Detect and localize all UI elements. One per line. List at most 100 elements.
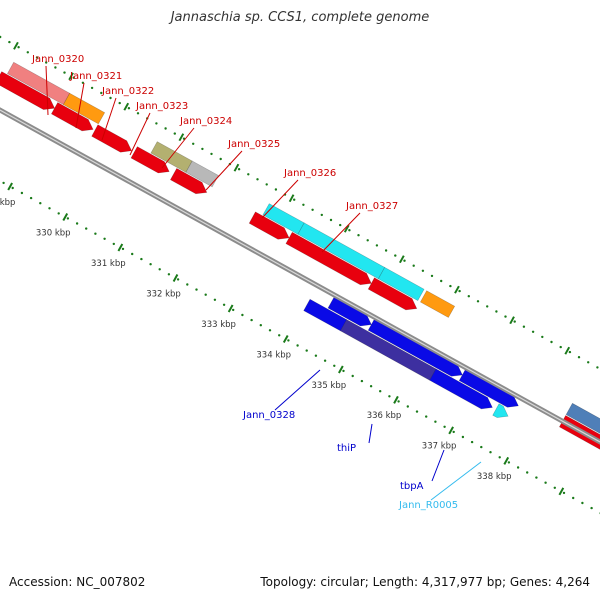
tick-dot: [559, 345, 562, 349]
tick-dot: [112, 242, 116, 246]
cds-arrow: [285, 231, 372, 286]
tick-dot: [29, 196, 33, 200]
tick-dot: [461, 435, 465, 439]
gene-label-jann-0327: Jann_0327: [345, 201, 398, 212]
tick-dot: [35, 56, 39, 59]
leader-line: [45, 65, 49, 116]
cds-arrow: [50, 102, 94, 132]
tick-dot: [158, 268, 161, 271]
tick-dot: [449, 284, 452, 288]
gene-label-layer: Jann_0320Jann_0321Jann_0322Jann_0323Jann…: [31, 54, 482, 511]
gene-label-jann-0320: Jann_0320: [31, 54, 84, 65]
tick-dot: [550, 340, 553, 344]
tick-dot: [562, 491, 566, 495]
feature-box-cyan-3: [377, 266, 425, 302]
tick-dot: [531, 330, 535, 333]
tick-dot: [210, 152, 213, 156]
major-tick: [13, 41, 19, 50]
feature-box-orange: [62, 92, 106, 125]
major-tick: [399, 255, 405, 264]
backbone-highlight: [0, 109, 600, 443]
kbp-label: 333 kbp: [201, 320, 236, 330]
tick-dot: [287, 339, 290, 342]
tick-dot: [54, 66, 57, 69]
tick-dot: [544, 481, 547, 484]
tick-dot: [339, 223, 342, 227]
leader-line: [321, 212, 361, 253]
tick-dot: [176, 278, 180, 281]
gene-label-jann-0321: Jann_0321: [69, 71, 122, 82]
tick-dot: [397, 400, 400, 403]
tick-dot: [192, 142, 195, 145]
major-tick: [172, 274, 179, 282]
tick-dot: [403, 259, 406, 262]
kbp-label: 338 kbp: [477, 472, 512, 482]
leader-line: [75, 82, 85, 129]
gene-label-thip: thiP: [337, 443, 356, 454]
tick-dot: [348, 229, 351, 232]
major-tick: [227, 304, 234, 313]
kbp-label: 332 kbp: [146, 289, 181, 299]
feature-box-grey: [185, 160, 219, 188]
major-tick: [282, 335, 289, 343]
tick-dot: [118, 101, 121, 105]
tick-dot: [48, 207, 51, 210]
tick-dot: [256, 178, 259, 181]
tick-dot: [452, 430, 455, 434]
tick-dot: [219, 157, 222, 161]
tick-dot: [259, 324, 262, 327]
major-tick: [233, 163, 240, 172]
tick-dot: [470, 440, 474, 444]
tick-dot: [323, 359, 327, 362]
kbp-label: 336 kbp: [367, 411, 402, 421]
tick-dot: [476, 300, 480, 303]
tick-dot: [94, 232, 97, 235]
tick-dot: [541, 335, 544, 339]
tick-dot: [195, 288, 198, 291]
gene-label-jann-0326: Jann_0326: [283, 168, 336, 179]
tick-dot: [237, 168, 241, 171]
tick-dot: [201, 147, 204, 151]
tick-dot: [247, 173, 250, 176]
tick-dot: [498, 456, 501, 459]
tick-dot: [513, 320, 516, 323]
gene-label-jann-0325: Jann_0325: [227, 139, 280, 150]
inner-tick-track: [2, 181, 600, 515]
tick-dot: [173, 132, 176, 135]
major-tick: [564, 346, 571, 355]
genome-summary-text: Topology: circular; Length: 4,317,977 bp…: [260, 575, 590, 589]
tick-dot: [572, 496, 575, 500]
tick-dot: [495, 310, 498, 313]
gene-label-jann-0324: Jann_0324: [179, 116, 232, 127]
tick-dot: [140, 257, 143, 261]
tick-dot: [535, 476, 538, 479]
cds-arrow: [367, 277, 418, 311]
gene-label-jann-0328: Jann_0328: [242, 410, 295, 421]
gene-label-tbpa: tbpA: [400, 481, 424, 492]
tick-dot: [526, 471, 529, 474]
tick-dot: [412, 264, 415, 267]
major-tick: [509, 316, 515, 325]
tick-dot: [66, 217, 70, 220]
tick-dot: [109, 96, 112, 100]
map-title: Jannaschia sp. CCS1, complete genome: [170, 10, 430, 25]
feature-box-orange-2: [419, 290, 456, 318]
tick-dot: [577, 356, 581, 359]
cds-arrow: [0, 71, 56, 110]
tick-dot: [155, 122, 158, 125]
tick-dot: [293, 198, 296, 201]
tick-dot: [480, 445, 483, 449]
feature-arrow-blue-4: [429, 368, 493, 410]
tick-dot: [131, 252, 134, 256]
major-tick: [62, 213, 69, 221]
leader-line: [430, 461, 482, 501]
tick-dot: [11, 186, 14, 190]
kbp-label: 329 kbp: [0, 198, 15, 208]
feature-box-steel: [565, 402, 600, 434]
tick-dot: [329, 218, 333, 222]
tick-dot: [278, 334, 281, 337]
kbp-label: 330 kbp: [36, 228, 71, 238]
tick-dot: [136, 112, 140, 115]
tick-dot: [232, 308, 235, 312]
